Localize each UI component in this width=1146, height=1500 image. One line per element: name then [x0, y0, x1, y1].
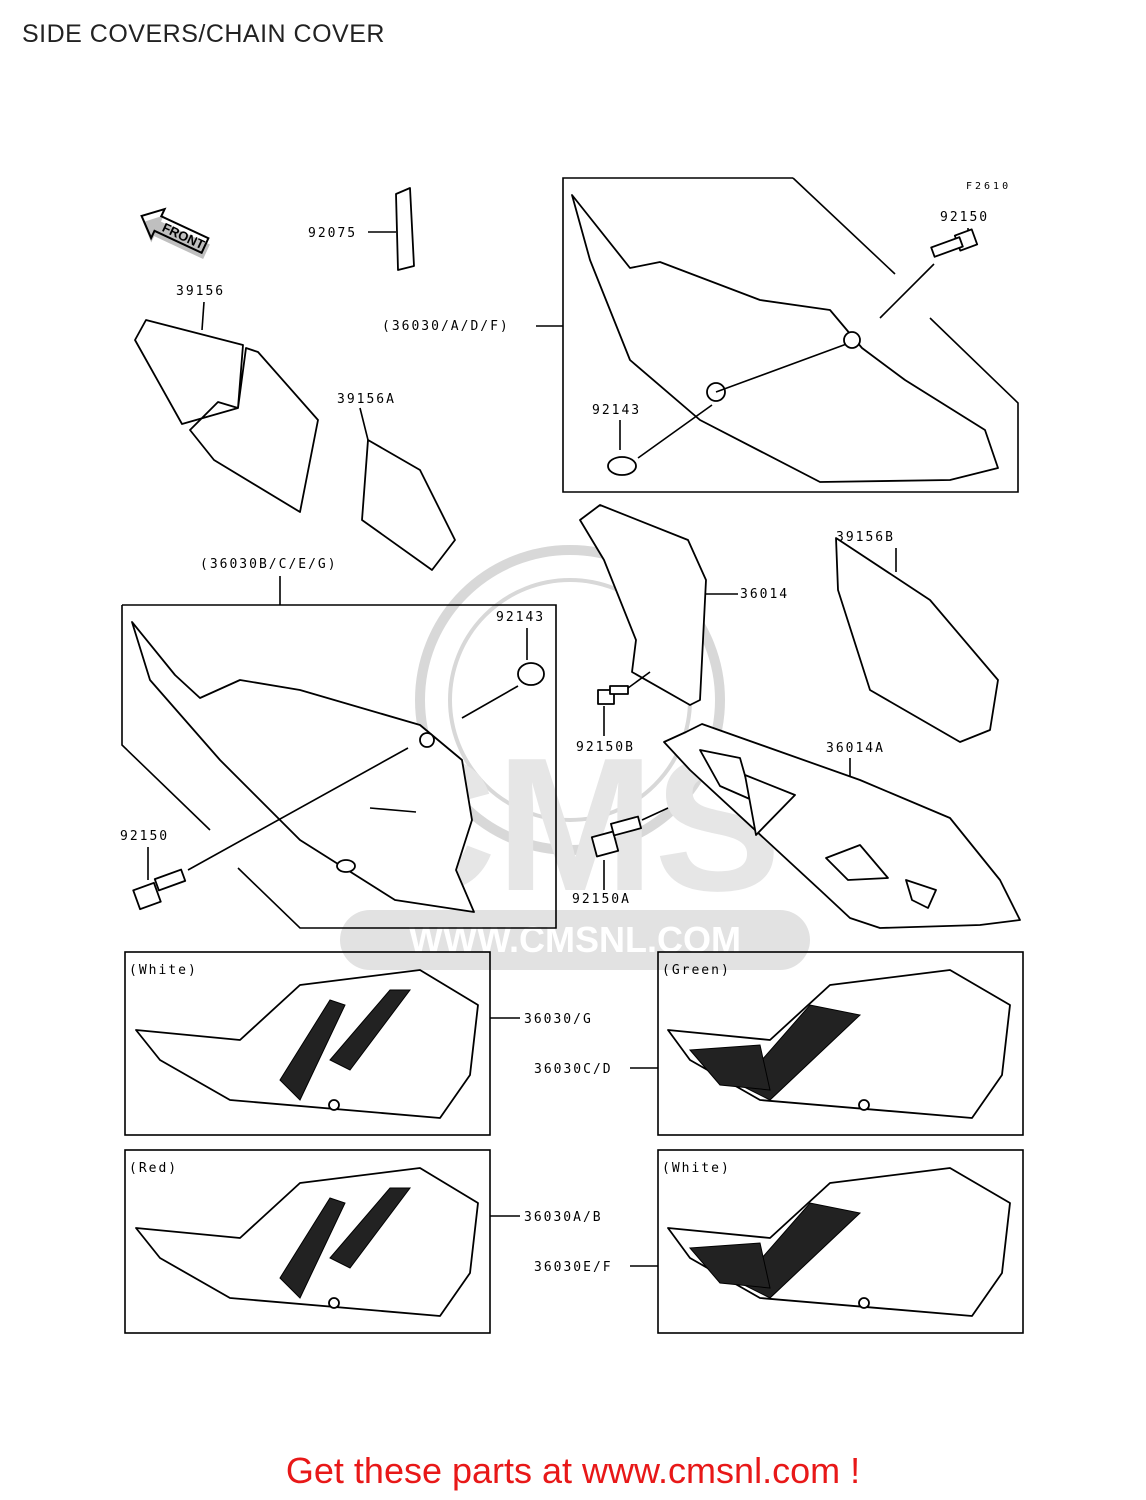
variant-part: 36030C/D [534, 1062, 613, 1077]
decal-39156 [134, 319, 319, 513]
label-39156B: 39156B [836, 530, 895, 545]
chain-guard-36014 [579, 504, 707, 706]
side-cover-left [131, 621, 475, 913]
label-36014A: 36014A [826, 741, 885, 756]
bolt-92150A [590, 815, 642, 858]
footer-link[interactable]: Get these parts at www.cmsnl.com ! [285, 1450, 861, 1491]
grommet-92143-top [607, 456, 637, 476]
label-92143-left: 92143 [496, 610, 545, 625]
bolt-92150-top [930, 228, 979, 258]
variant-color: (White) [129, 963, 198, 978]
box-side-cover-left [121, 604, 557, 929]
label-92150B: 92150B [576, 740, 635, 755]
bolt-92150-left [132, 868, 187, 911]
variant-color: (Red) [129, 1161, 178, 1176]
label-39156A: 39156A [337, 392, 396, 407]
label-36030BCEG: (36030B/C/E/G) [200, 557, 338, 572]
box-side-cover-right [562, 177, 1019, 493]
variant-box-3: (Red) 36030A/B [124, 1149, 603, 1334]
variant-part: 36030E/F [534, 1260, 613, 1275]
variant-part: 36030/G [524, 1012, 593, 1027]
label-36014: 36014 [740, 587, 789, 602]
label-36030ADF: (36030/A/D/F) [382, 319, 510, 334]
variant-part: 36030A/B [524, 1210, 603, 1225]
label-92150A: 92150A [572, 892, 631, 907]
figure-code: F2610 [966, 181, 1011, 192]
variant-color: (White) [662, 1161, 731, 1176]
bolt-92150B [597, 685, 629, 705]
decal-39156A [361, 439, 456, 571]
variant-box-4: (White) 36030E/F [534, 1149, 1024, 1334]
variant-box-2: (Green) 36030C/D [534, 951, 1024, 1136]
label-39156: 39156 [176, 284, 225, 299]
decal-39156B [835, 537, 999, 743]
chain-cover-36014A [663, 723, 1021, 929]
variant-color: (Green) [662, 963, 731, 978]
grommet-92143-left [517, 662, 545, 686]
side-cover-right [571, 194, 999, 483]
watermark-text: WWW.CMSNL.COM [409, 919, 741, 960]
label-92075: 92075 [308, 226, 357, 241]
label-92150-top: 92150 [940, 210, 989, 225]
strip-92075 [395, 187, 415, 271]
label-92143-top: 92143 [592, 403, 641, 418]
variant-box-1: (White) 36030/G [124, 951, 593, 1136]
label-92150-left: 92150 [120, 829, 169, 844]
page-title: SIDE COVERS/CHAIN COVER [22, 20, 385, 48]
front-arrow-icon: FRONT [140, 207, 210, 259]
